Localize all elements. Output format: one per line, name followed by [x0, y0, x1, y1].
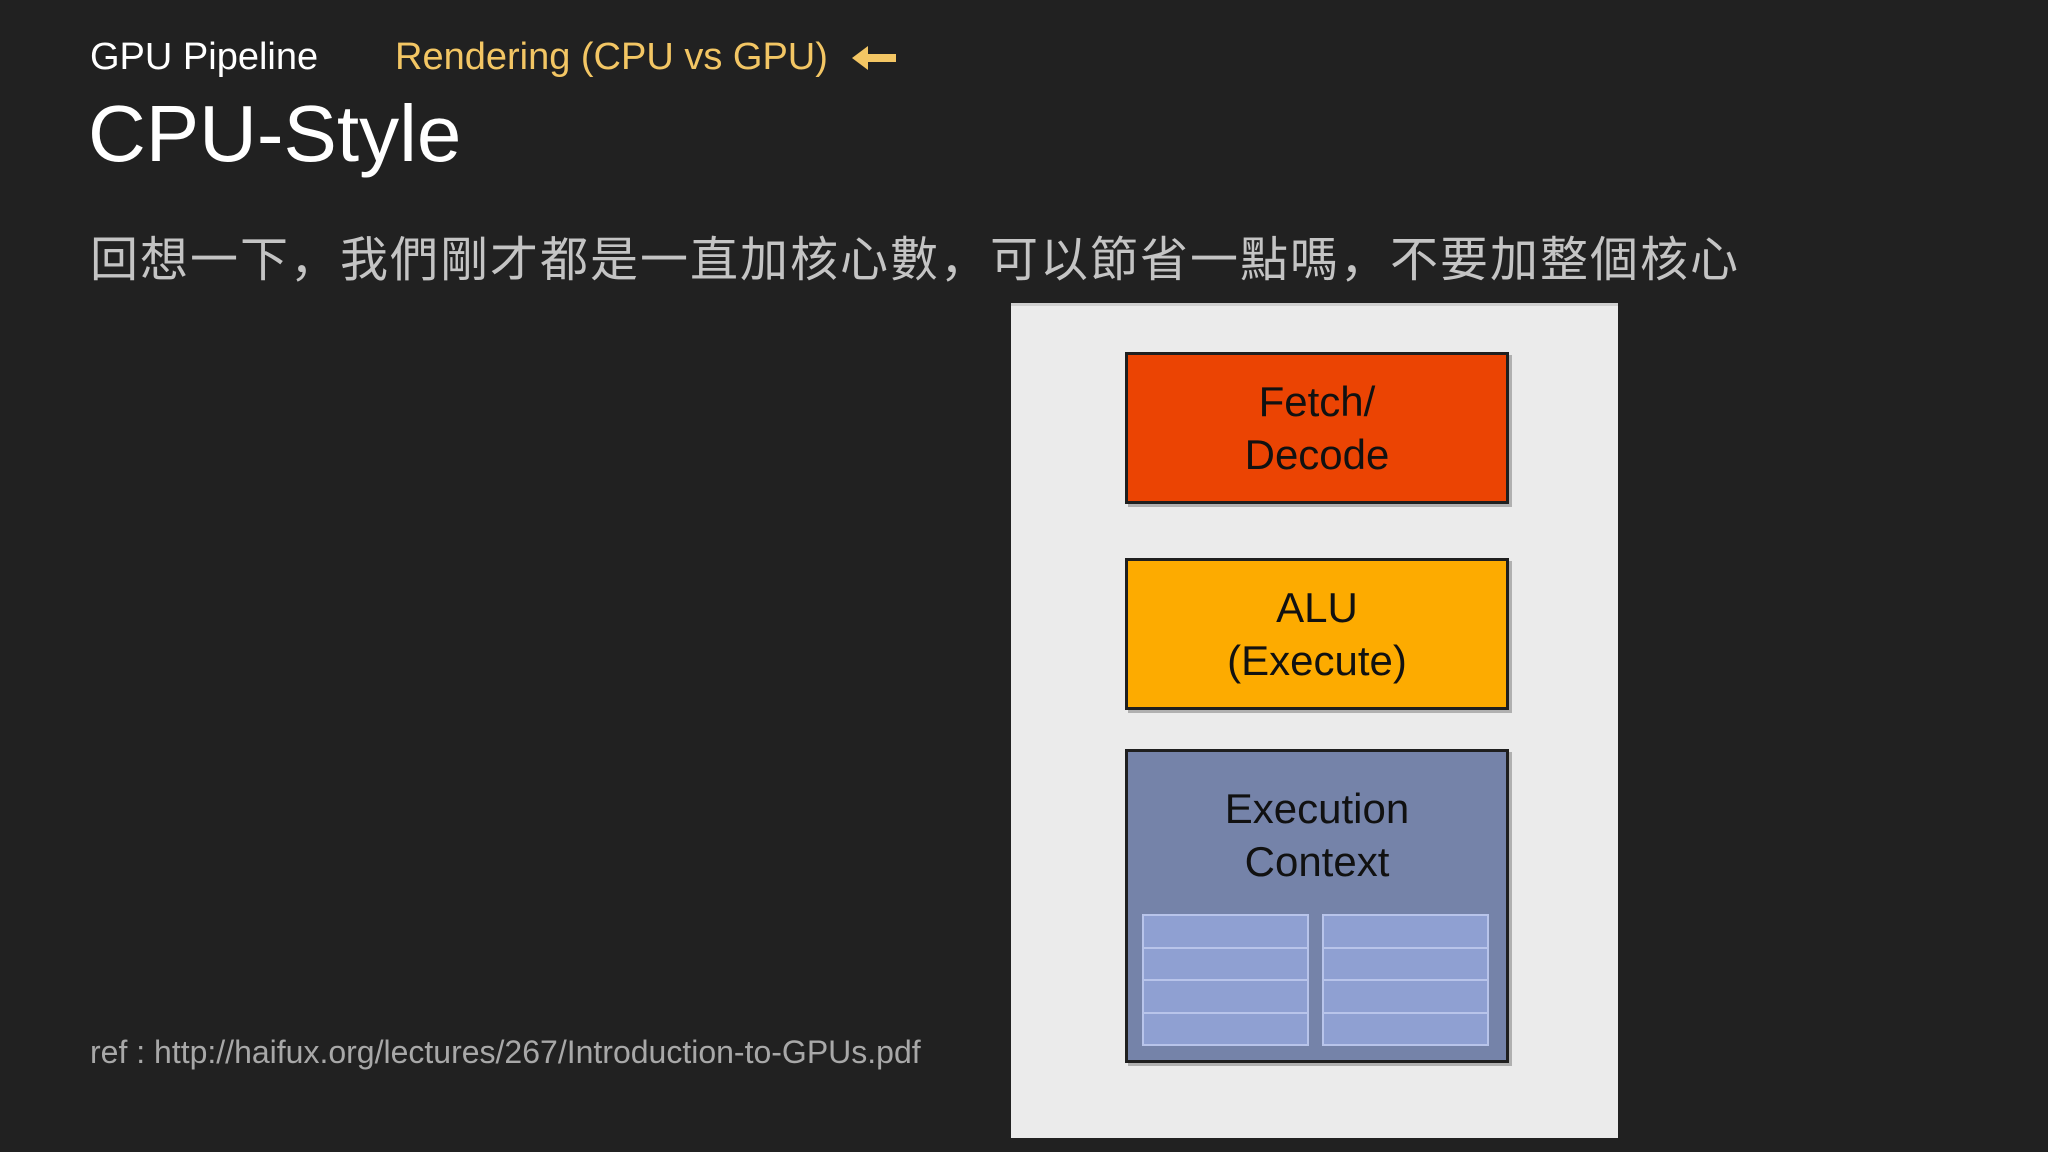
alu-line1: ALU [1276, 584, 1358, 631]
register-bank-left [1142, 914, 1309, 1046]
register-cell [1322, 1011, 1489, 1046]
register-bank-right [1322, 914, 1489, 1046]
section-label: GPU Pipeline [90, 36, 319, 78]
fetch-decode-block: Fetch/ Decode [1125, 352, 1509, 504]
fetch-decode-line1: Fetch/ [1258, 378, 1376, 425]
register-cell [1322, 914, 1489, 949]
subsection-label: Rendering (CPU vs GPU) [395, 36, 828, 78]
register-cell [1142, 946, 1309, 981]
arrow-left-icon [852, 46, 896, 70]
slide-subtitle: 回想一下，我們剛才都是一直加核心數，可以節省一點嗎，不要加整個核心 [90, 234, 1741, 287]
execution-context-line1: Execution [1224, 785, 1410, 832]
alu-block: ALU (Execute) [1125, 558, 1509, 710]
execution-context-line2: Context [1244, 838, 1390, 885]
alu-line2: (Execute) [1227, 637, 1407, 684]
register-cell [1322, 946, 1489, 981]
cpu-core-diagram: Fetch/ Decode ALU (Execute) Execution Co… [1011, 303, 1618, 1138]
register-cell [1142, 1011, 1309, 1046]
register-cell [1142, 979, 1309, 1014]
execution-context-block: Execution Context [1125, 749, 1509, 1063]
register-cell [1142, 914, 1309, 949]
reference-link: ref : http://haifux.org/lectures/267/Int… [90, 1034, 921, 1070]
register-cell [1322, 979, 1489, 1014]
slide-title: CPU-Style [88, 89, 462, 178]
fetch-decode-line2: Decode [1244, 431, 1390, 478]
